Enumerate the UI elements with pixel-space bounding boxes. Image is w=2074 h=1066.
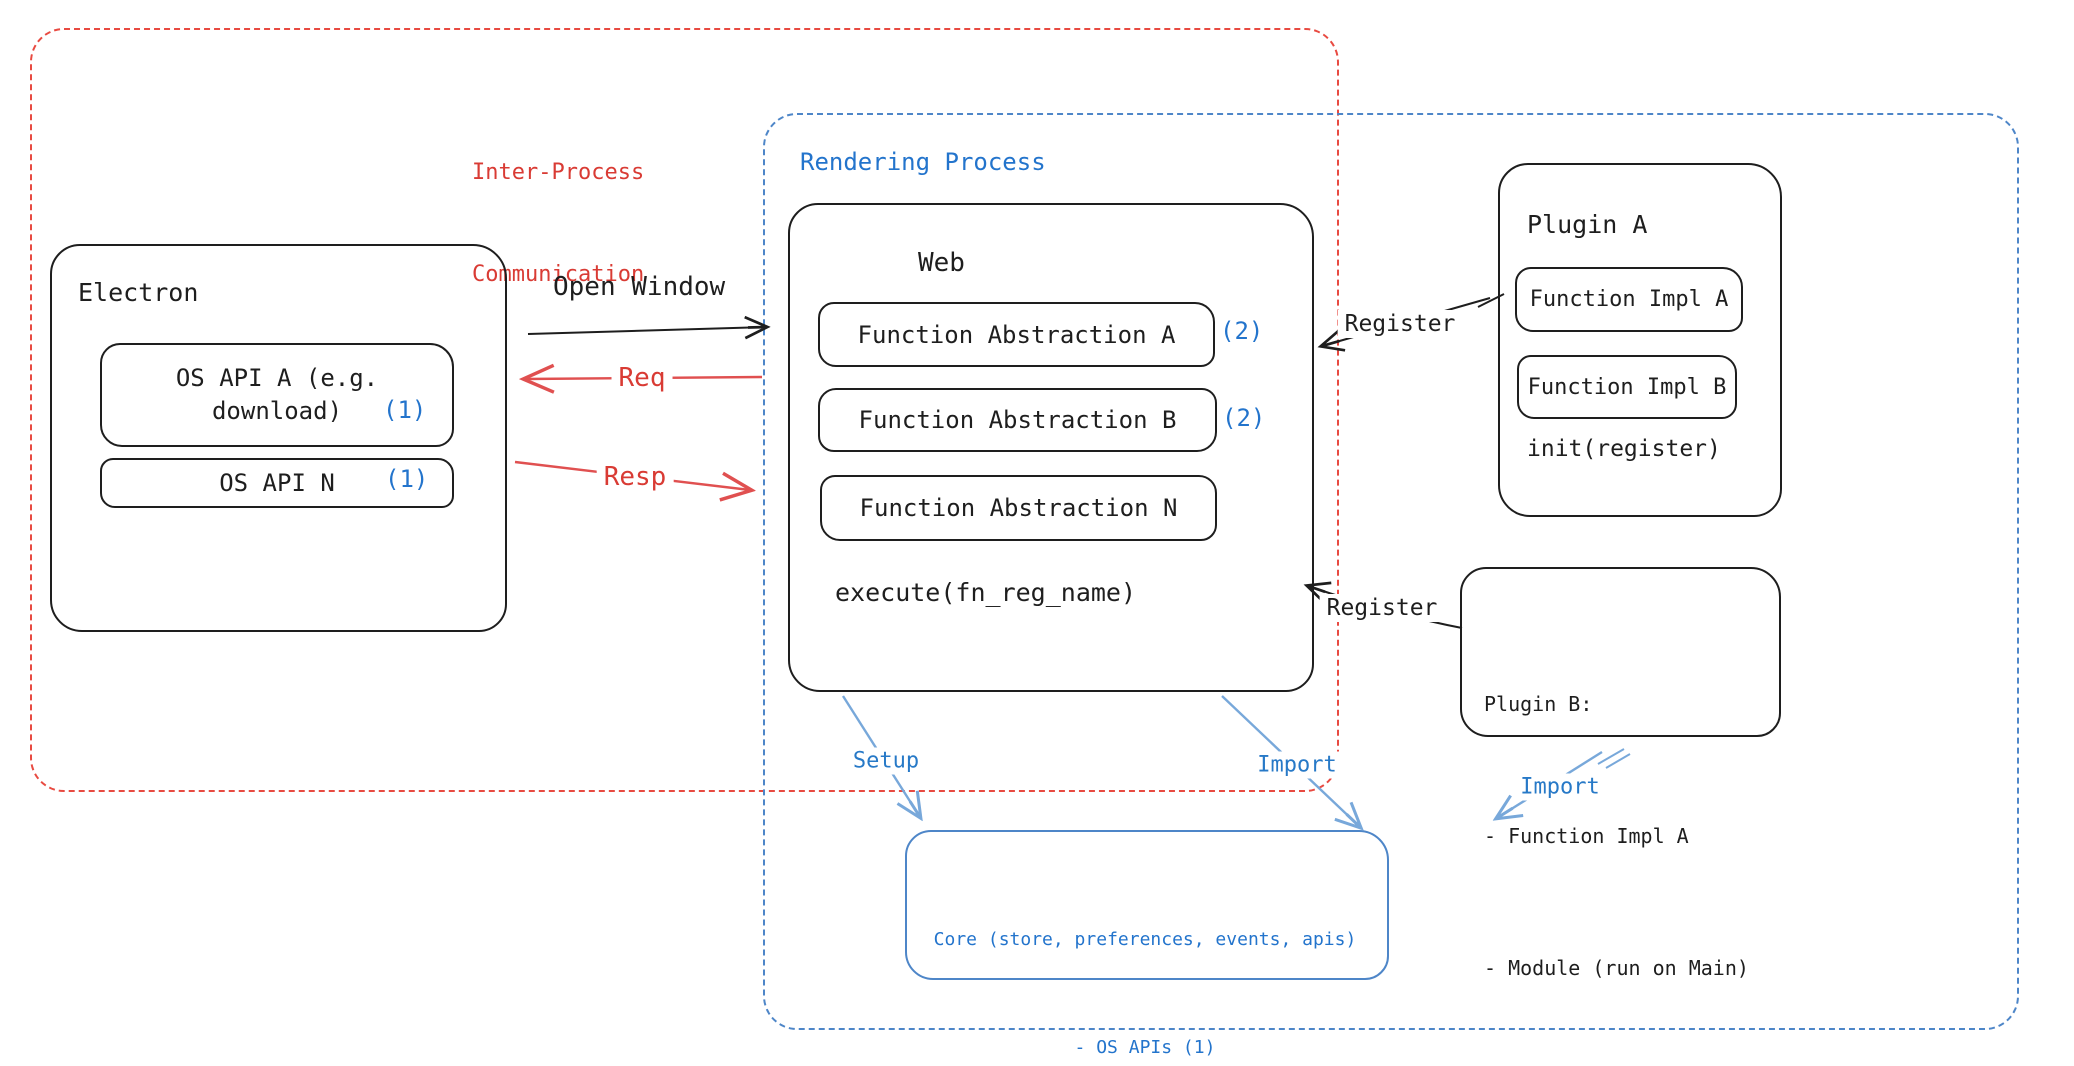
- open-window-label: Open Window: [553, 272, 726, 302]
- os-api-a-line2: download): [211, 397, 343, 425]
- execute-label: execute(fn_reg_name): [835, 578, 1137, 607]
- function-abstraction-a-badge: (2): [1220, 317, 1264, 345]
- os-api-n-badge: (1): [385, 465, 429, 493]
- import-core-label: Import: [1250, 751, 1344, 779]
- resp-label: Resp: [596, 461, 674, 493]
- register-a-label: Register: [1337, 310, 1463, 338]
- core-line1: Core (store, preferences, events, apis): [933, 929, 1357, 950]
- register-b-label: Register: [1319, 594, 1445, 622]
- function-abstraction-n-label: Function Abstraction N: [859, 494, 1178, 522]
- ipc-boundary: [30, 28, 1339, 792]
- os-api-a-badge: (1): [383, 396, 427, 424]
- req-label: Req: [611, 362, 673, 394]
- core-line2: - OS APIs (1): [1074, 1037, 1216, 1058]
- function-impl-a-box: Function Impl A: [1515, 267, 1743, 332]
- plugin-b-text: Plugin B: - Function Impl A - Module (ru…: [1484, 594, 1749, 1066]
- function-impl-b-box: Function Impl B: [1517, 355, 1737, 419]
- rendering-process-label: Rendering Process: [800, 148, 1046, 176]
- init-register-label: init(register): [1527, 436, 1721, 462]
- plugin-b-line2: - Module (run on Main): [1484, 956, 1749, 980]
- plugin-b-box: [1460, 567, 1781, 737]
- function-abstraction-n-box: Function Abstraction N: [820, 475, 1217, 541]
- function-abstraction-b-box: Function Abstraction B: [818, 388, 1217, 452]
- plugin-a-box: [1498, 163, 1782, 517]
- function-abstraction-b-badge: (2): [1222, 404, 1266, 432]
- core-text: Core (store, preferences, events, apis) …: [905, 850, 1385, 1066]
- plugin-b-line1: - Function Impl A: [1484, 824, 1689, 848]
- import-plugin-b-label: Import: [1513, 773, 1607, 801]
- os-api-n-box: OS API N: [100, 458, 454, 508]
- function-impl-b-label: Function Impl B: [1527, 374, 1727, 400]
- electron-box: [50, 244, 507, 632]
- setup-label: Setup: [845, 747, 927, 775]
- os-api-a-box: OS API A (e.g. download): [100, 343, 454, 447]
- function-abstraction-a-label: Function Abstraction A: [857, 320, 1176, 349]
- ipc-label-line1: Inter-Process: [472, 160, 645, 185]
- plugin-a-title: Plugin A: [1527, 210, 1648, 239]
- function-abstraction-a-box: Function Abstraction A: [818, 302, 1215, 367]
- os-api-a-line1: OS API A (e.g.: [175, 364, 379, 392]
- web-title: Web: [918, 248, 965, 278]
- os-api-n-label: OS API N: [219, 469, 335, 497]
- rendering-process-boundary: [763, 113, 2019, 1030]
- plugin-b-title: Plugin B:: [1484, 692, 1593, 716]
- function-impl-a-label: Function Impl A: [1529, 287, 1729, 312]
- core-box: [905, 830, 1389, 980]
- electron-title: Electron: [78, 278, 199, 307]
- function-abstraction-b-label: Function Abstraction B: [858, 406, 1177, 434]
